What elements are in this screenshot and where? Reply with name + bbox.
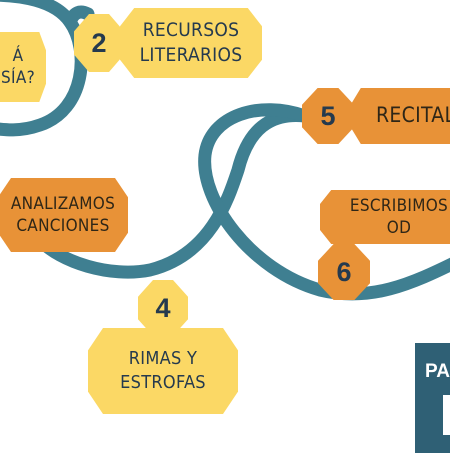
step-2-label: RECURSOS LITERARIOS [139,18,243,66]
step-6-box: ESCRIBIMOS OD [320,190,450,244]
step-1-box: Á SÍA? [0,32,46,102]
step-4-number: 4 [138,280,188,336]
step-6-number: 6 [318,244,370,300]
step-5-number: 5 [302,88,354,144]
step-4-label: RIMAS Y ESTROFAS [120,348,206,393]
roadmap-curve-4 [198,103,450,301]
panel-text: PA [425,361,450,382]
panel-block [443,395,450,435]
roadmap-curve-3 [33,108,312,279]
step-5-box: RECITAL [352,88,450,144]
side-panel: PA [415,343,450,453]
roadmap-curve-2 [63,5,95,29]
step-3-box: ANALIZAMOS CANCIONES [0,178,128,252]
step-1-label: Á SÍA? [1,45,35,88]
roadmap-curve [0,0,88,137]
step-2-number: 2 [74,14,124,72]
step-3-label: ANALIZAMOS CANCIONES [10,193,116,236]
step-2-box: RECURSOS LITERARIOS [120,8,262,78]
step-6-label: ESCRIBIMOS OD [349,195,449,238]
step-5-label: RECITAL [376,103,450,128]
step-4-box: RIMAS Y ESTROFAS [88,328,238,414]
